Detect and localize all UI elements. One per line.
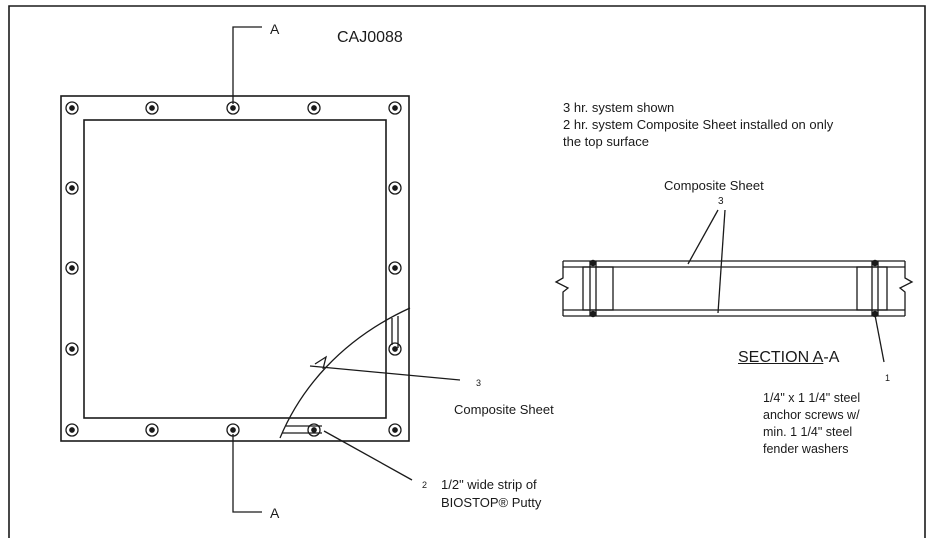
screw-center bbox=[69, 427, 75, 433]
drawing-id: CAJ0088 bbox=[337, 29, 403, 46]
break-line-right bbox=[898, 261, 914, 316]
section-title: SECTION A-A bbox=[738, 350, 839, 366]
callout-2-line-2: BIOSTOP® Putty bbox=[441, 495, 542, 510]
screw-icon bbox=[65, 261, 79, 275]
frame-inner bbox=[83, 119, 387, 419]
screw-center bbox=[392, 185, 398, 191]
screw-center bbox=[69, 346, 75, 352]
screw-icon bbox=[388, 181, 402, 195]
callout-2-line-1: 1/2" wide strip of bbox=[441, 477, 537, 492]
section-bottom-sheet bbox=[563, 309, 905, 317]
callout-3-text: Composite Sheet bbox=[454, 402, 554, 417]
screw-center bbox=[69, 185, 75, 191]
callout-3-number: 3 bbox=[476, 378, 482, 388]
section-cut-label-top: A bbox=[270, 21, 280, 37]
callout-2-number: 2 bbox=[422, 480, 428, 490]
section-cut-label-bottom: A bbox=[270, 505, 280, 521]
frame-outer bbox=[60, 95, 410, 442]
screw-center bbox=[392, 427, 398, 433]
screw-center bbox=[311, 105, 317, 111]
screw-icon bbox=[145, 101, 159, 115]
section-frame-left bbox=[582, 266, 614, 311]
callout-1-line-3: min. 1 1/4" steel bbox=[763, 425, 853, 439]
screw-icon bbox=[65, 423, 79, 437]
screw-icon bbox=[388, 423, 402, 437]
screw-center bbox=[149, 105, 155, 111]
drawing-border bbox=[8, 5, 926, 538]
leader-section-bottom bbox=[717, 209, 726, 314]
leader-composite bbox=[309, 365, 461, 381]
screw-center bbox=[392, 105, 398, 111]
screw-icon bbox=[307, 423, 321, 437]
section-title-part2: -A bbox=[823, 349, 840, 366]
section-top-sheet bbox=[563, 260, 905, 268]
screw-center bbox=[230, 427, 236, 433]
note-line-3: the top surface bbox=[563, 134, 649, 149]
leader-screw bbox=[874, 314, 885, 363]
leader-putty bbox=[323, 430, 413, 481]
screw-center bbox=[392, 265, 398, 271]
screw-center bbox=[392, 346, 398, 352]
screw-icon bbox=[65, 342, 79, 356]
screw-icon bbox=[388, 342, 402, 356]
callout-1-line-1: 1/4" x 1 1/4" steel bbox=[763, 391, 861, 405]
anchor-screws bbox=[65, 101, 402, 437]
section-material-number: 3 bbox=[718, 196, 724, 207]
screw-icon bbox=[388, 261, 402, 275]
screw-icon bbox=[388, 101, 402, 115]
screw-icon bbox=[65, 101, 79, 115]
note-line-2: 2 hr. system Composite Sheet installed o… bbox=[563, 117, 834, 132]
callout-1-line-2: anchor screws w/ bbox=[763, 408, 860, 422]
screw-center bbox=[69, 265, 75, 271]
note-line-1: 3 hr. system shown bbox=[563, 100, 675, 115]
section-material-label: Composite Sheet bbox=[664, 178, 764, 193]
section-title-part1: SECTION A bbox=[738, 349, 824, 366]
section-cut-top bbox=[232, 26, 262, 104]
section-cut-bottom bbox=[232, 434, 262, 513]
break-line-left bbox=[554, 261, 570, 316]
screw-icon bbox=[145, 423, 159, 437]
leader-section-top bbox=[687, 209, 719, 265]
screw-center bbox=[69, 105, 75, 111]
screw-center bbox=[311, 427, 317, 433]
putty-strip bbox=[282, 425, 322, 434]
screw-center bbox=[230, 105, 236, 111]
screw-center bbox=[149, 427, 155, 433]
callout-1-line-4: fender washers bbox=[763, 442, 849, 456]
callout-1-number: 1 bbox=[885, 373, 891, 383]
screw-icon bbox=[307, 101, 321, 115]
screw-icon bbox=[65, 181, 79, 195]
